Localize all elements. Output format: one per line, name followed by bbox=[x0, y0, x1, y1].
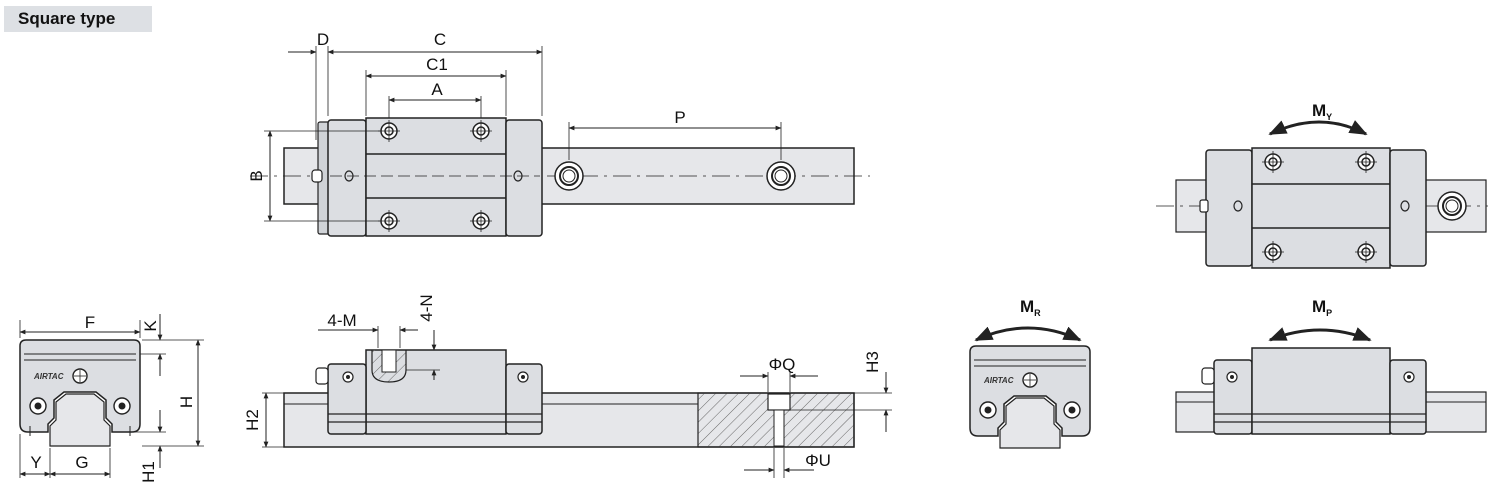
dim-label-h1: H1 bbox=[139, 461, 158, 483]
dim-label-d: D bbox=[317, 30, 329, 49]
dim-label-c1: C1 bbox=[426, 55, 448, 74]
moment-mr-label: MR bbox=[1020, 297, 1041, 318]
dim-label-a: A bbox=[431, 80, 443, 99]
dim-label-h3: H3 bbox=[863, 351, 882, 373]
moment-mp-label: MP bbox=[1312, 297, 1332, 318]
end-view-rail bbox=[49, 393, 111, 447]
dim-label-h2: H2 bbox=[243, 409, 262, 431]
moment-mr-view: MR AIRTAC bbox=[969, 297, 1091, 449]
end-cap-left bbox=[327, 119, 367, 237]
dim-label-y: Y bbox=[30, 453, 41, 472]
moment-my-view: MY bbox=[1156, 101, 1488, 269]
top-view: C D C1 A P B bbox=[247, 30, 870, 237]
section-tag: Square type bbox=[4, 6, 152, 32]
dim-label-c: C bbox=[434, 30, 446, 49]
brand-logo: AIRTAC bbox=[33, 372, 64, 381]
end-view: AIRTAC F K H Y G H1 bbox=[19, 313, 204, 483]
dim-label-b: B bbox=[247, 170, 266, 181]
dim-label-g: G bbox=[75, 453, 88, 472]
dim-label-phi-u: ΦU bbox=[805, 451, 831, 470]
side-view: 4-M 4-N H2 H3 ΦQ ΦU bbox=[243, 294, 892, 478]
moment-my-label: MY bbox=[1312, 101, 1332, 122]
rail-hole-icon bbox=[766, 161, 796, 191]
dim-label-h: H bbox=[177, 396, 196, 408]
dim-label-4n: 4-N bbox=[417, 294, 436, 321]
end-cap-right bbox=[505, 119, 543, 237]
brand-logo: AIRTAC bbox=[983, 376, 1014, 385]
grease-nipple-icon bbox=[517, 371, 529, 383]
dim-label-4m: 4-M bbox=[327, 311, 356, 330]
dim-label-k: K bbox=[141, 320, 160, 332]
dim-label-p: P bbox=[674, 108, 685, 127]
end-view-block bbox=[19, 339, 141, 433]
rail-hole-icon bbox=[554, 161, 584, 191]
moment-mp-view: MP bbox=[1175, 297, 1487, 435]
dim-label-f: F bbox=[85, 313, 95, 332]
grease-nipple-icon bbox=[342, 371, 354, 383]
dim-label-phi-q: ΦQ bbox=[769, 355, 796, 374]
